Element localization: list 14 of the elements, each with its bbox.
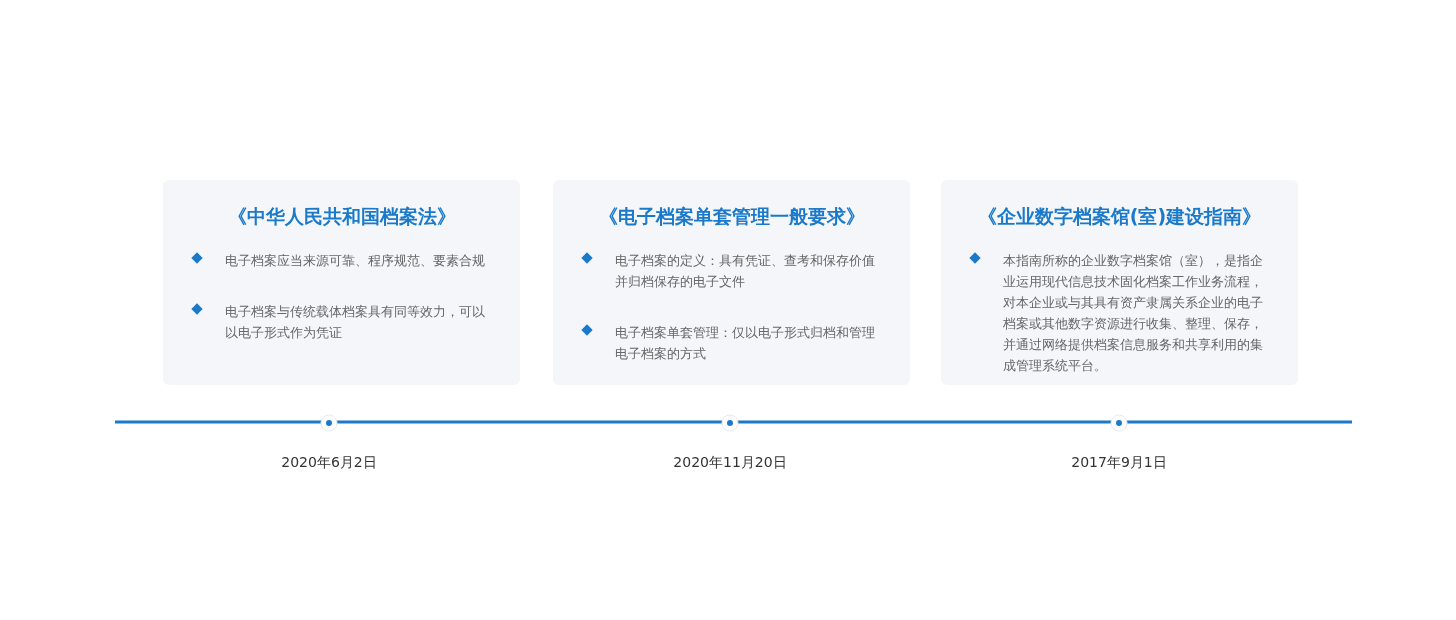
card-title: 《中华人民共和国档案法》 <box>226 204 457 229</box>
bullet-text: 电子档案的定义：具有凭证、查考和保存价值并归档保存的电子文件 <box>615 252 876 291</box>
date-label: 2017年9月1日 <box>1071 454 1167 472</box>
bullet-text: 电子档案与传统载体档案具有同等效力，可以以电子形式作为凭证 <box>225 303 486 342</box>
date-label: 2020年11月20日 <box>673 454 787 472</box>
bullet-text: 本指南所称的企业数字档案馆（室），是指企业运用现代信息技术固化档案工作业务流程，对本企业或与其具有资产隶属关系企业的电子档案或其他数字资源进行收集、整理、保存，并通过网络提供档案信息服务和共享利用的集成管理系统平台。 <box>1003 252 1264 375</box>
card-background <box>941 180 1298 385</box>
bullet-text: 电子档案应当来源可靠、程序规范、要素合规 <box>225 252 486 270</box>
card-title: 《电子档案单套管理一般要求》 <box>597 204 866 229</box>
card-title: 《企业数字档案馆(室)建设指南》 <box>976 204 1263 229</box>
card-background <box>553 180 910 385</box>
date-label: 2020年6月2日 <box>281 454 377 472</box>
bullet-text: 电子档案单套管理：仅以电子形式归档和管理电子档案的方式 <box>615 324 876 363</box>
card-background <box>163 180 520 385</box>
